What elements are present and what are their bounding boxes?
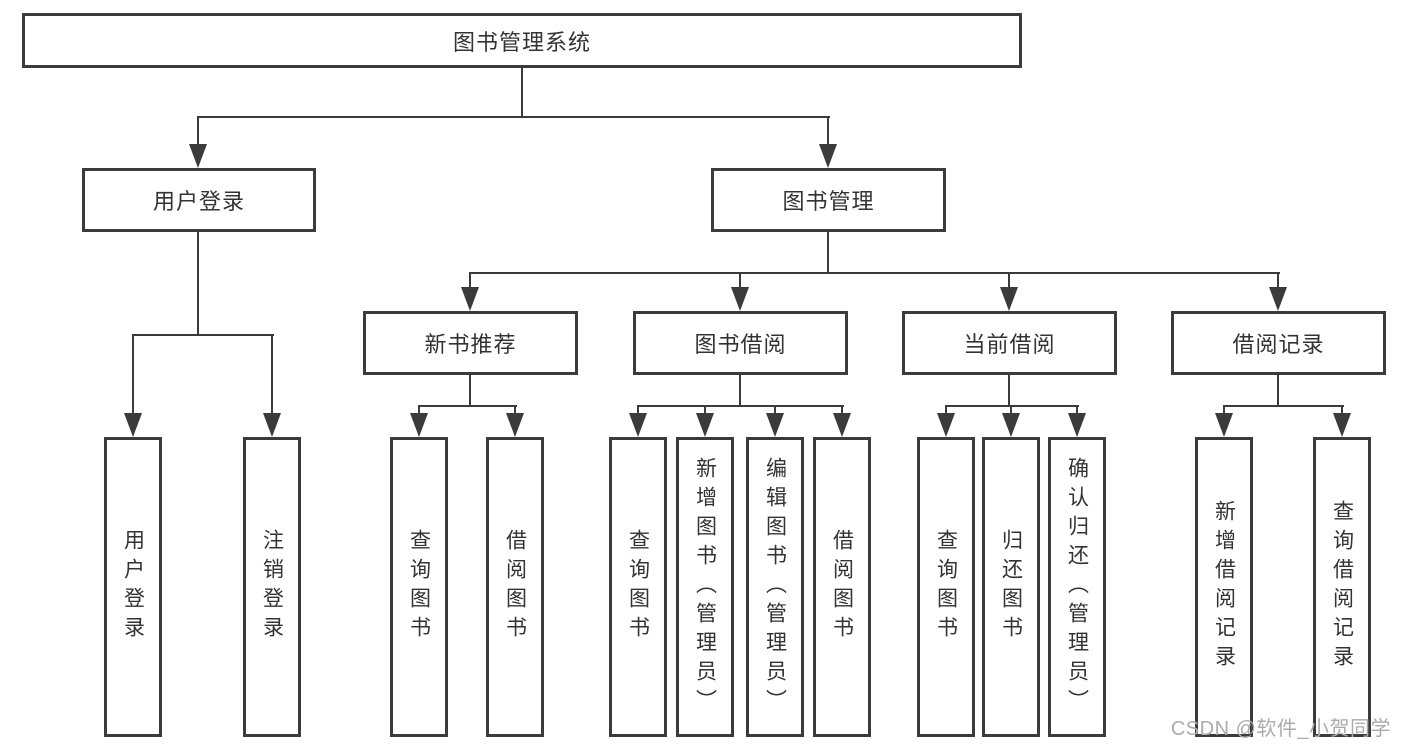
connector-line	[197, 232, 199, 335]
connector-line	[827, 117, 829, 145]
node-current-borrowing: 当前借阅	[902, 311, 1117, 375]
node-user-login: 用户登录	[82, 168, 316, 232]
arrowhead-down-icon	[1215, 413, 1233, 437]
connector-line	[469, 273, 471, 288]
node-book-management: 图书管理	[711, 168, 946, 232]
connector-line	[945, 405, 1079, 407]
connector-line	[1008, 273, 1010, 288]
leaf-nb-borrow-books: 借阅图书	[486, 437, 544, 737]
arrowhead-down-icon	[766, 413, 784, 437]
connector-line	[945, 406, 947, 414]
arrowhead-down-icon	[819, 144, 837, 168]
connector-line	[1341, 406, 1343, 414]
leaf-nb-query-books: 查询图书	[390, 437, 448, 737]
leaf-bb-query-books: 查询图书	[609, 437, 667, 737]
arrowhead-down-icon	[506, 413, 524, 437]
node-borrowing-records: 借阅记录	[1171, 311, 1386, 375]
connector-line	[739, 273, 741, 288]
arrowhead-down-icon	[1269, 287, 1287, 311]
connector-line	[1010, 406, 1012, 414]
leaf-bb-edit-books-admin: 编辑图书（管理员）	[746, 437, 804, 737]
leaf-cb-return-books: 归还图书	[982, 437, 1040, 737]
connector-line	[469, 375, 471, 406]
arrowhead-down-icon	[410, 413, 428, 437]
connector-line	[418, 406, 420, 414]
connector-line	[704, 406, 706, 414]
node-library-management-system: 图书管理系统	[22, 13, 1022, 68]
connector-line	[271, 335, 273, 414]
leaf-cb-confirm-return: 确认归还（管理员）	[1048, 437, 1106, 737]
connector-line	[197, 117, 199, 145]
node-book-borrowing: 图书借阅	[633, 311, 848, 375]
connector-line	[132, 334, 274, 336]
connector-line	[637, 405, 844, 407]
leaf-user-login: 用户登录	[104, 437, 162, 737]
leaf-cb-query-books: 查询图书	[917, 437, 975, 737]
arrowhead-down-icon	[696, 413, 714, 437]
connector-line	[774, 406, 776, 414]
csdn-watermark: CSDN @软件_小贺同学	[1170, 718, 1391, 740]
connector-line	[132, 335, 134, 414]
arrowhead-down-icon	[1333, 413, 1351, 437]
arrowhead-down-icon	[124, 413, 142, 437]
connector-line	[197, 116, 830, 118]
leaf-bb-add-books-admin: 新增图书（管理员）	[676, 437, 734, 737]
connector-line	[1076, 406, 1078, 414]
leaf-br-add-record: 新增借阅记录	[1195, 437, 1253, 737]
connector-line	[1223, 405, 1344, 407]
leaf-logout: 注销登录	[243, 437, 301, 737]
arrowhead-down-icon	[937, 413, 955, 437]
connector-line	[521, 68, 523, 117]
arrowhead-down-icon	[1002, 413, 1020, 437]
arrowhead-down-icon	[629, 413, 647, 437]
leaf-br-query-record: 查询借阅记录	[1313, 437, 1371, 737]
arrowhead-down-icon	[731, 287, 749, 311]
arrowhead-down-icon	[189, 144, 207, 168]
arrowhead-down-icon	[1000, 287, 1018, 311]
leaf-bb-borrow-books: 借阅图书	[813, 437, 871, 737]
connector-line	[514, 406, 516, 414]
connector-line	[1008, 375, 1010, 406]
connector-line	[1277, 273, 1279, 288]
connector-line	[739, 375, 741, 406]
connector-line	[469, 272, 1280, 274]
arrowhead-down-icon	[833, 413, 851, 437]
arrowhead-down-icon	[263, 413, 281, 437]
connector-line	[637, 406, 639, 414]
node-new-book-recommend: 新书推荐	[363, 311, 578, 375]
arrowhead-down-icon	[461, 287, 479, 311]
connector-line	[841, 406, 843, 414]
arrowhead-down-icon	[1068, 413, 1086, 437]
connector-line	[1223, 406, 1225, 414]
connector-line	[1277, 375, 1279, 406]
connector-line	[827, 232, 829, 273]
connector-line	[418, 405, 517, 407]
